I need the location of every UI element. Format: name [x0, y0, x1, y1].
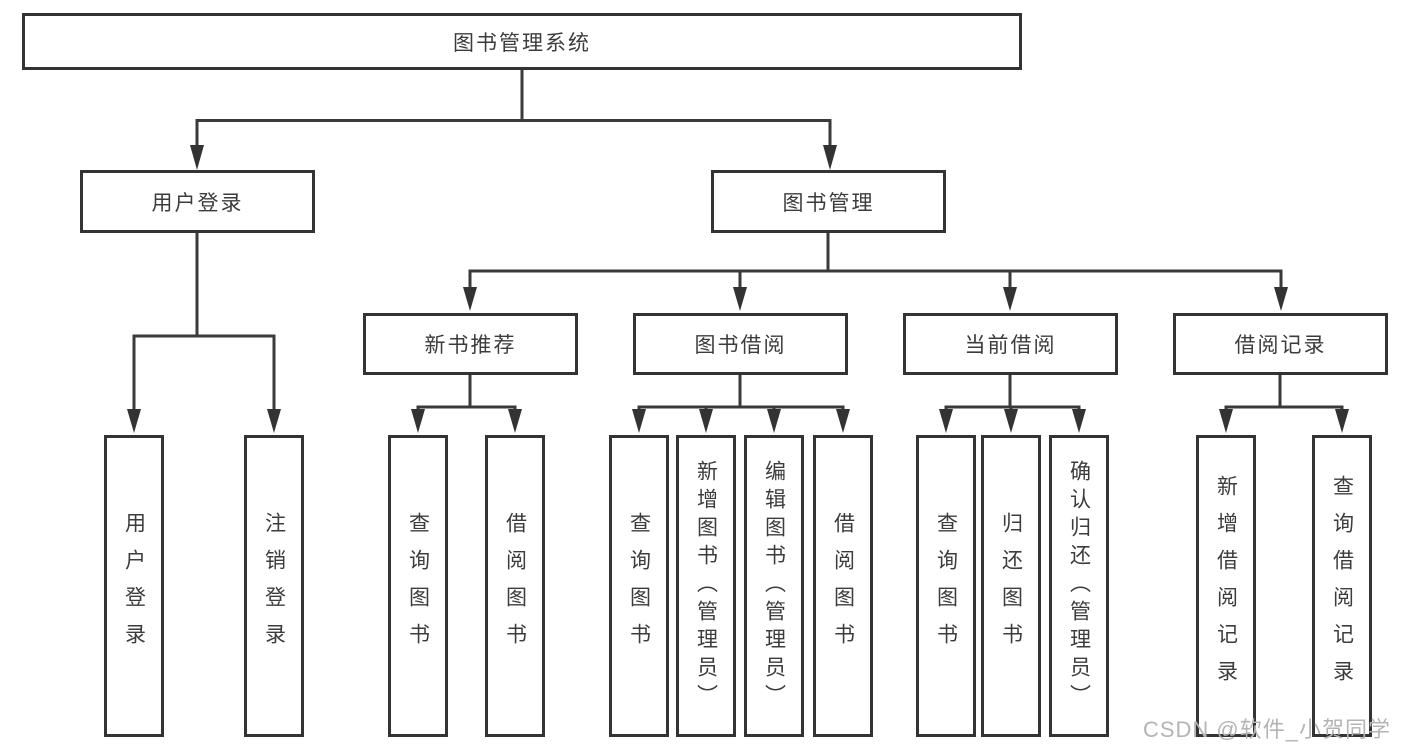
leaf-return-books: 归还图书 [981, 435, 1041, 737]
leaf-return-books-label: 归还图书 [999, 512, 1023, 660]
leaf-edit-book-admin-label: 编辑图书（管理员） [762, 460, 786, 712]
leaf-add-borrow-record-label: 新增借阅记录 [1214, 475, 1238, 697]
node-library-system: 图书管理系统 [22, 13, 1022, 70]
leaf-query-books-recommend-label: 查询图书 [406, 512, 430, 660]
leaf-query-books-current: 查询图书 [916, 435, 976, 737]
leaf-borrow-books-borrowing-label: 借阅图书 [831, 512, 855, 660]
node-library-system-label: 图书管理系统 [453, 31, 591, 55]
node-new-book-recommend-label: 新书推荐 [424, 334, 517, 357]
leaf-add-book-admin: 新增图书（管理员） [676, 435, 736, 737]
leaf-logout: 注销登录 [244, 435, 304, 737]
csdn-watermark: CSDN @软件_小贺同学 [1142, 717, 1391, 742]
leaf-logout-label: 注销登录 [262, 512, 286, 660]
leaf-query-books-borrowing-label: 查询图书 [627, 512, 651, 660]
leaf-query-books-borrowing: 查询图书 [609, 435, 669, 737]
node-user-login: 用户登录 [80, 170, 315, 233]
node-book-borrowing-label: 图书借阅 [694, 334, 787, 357]
node-borrowing-records: 借阅记录 [1173, 313, 1388, 375]
leaf-query-borrow-record: 查询借阅记录 [1312, 435, 1372, 737]
leaf-user-login-label: 用户登录 [122, 512, 146, 660]
leaf-query-borrow-record-label: 查询借阅记录 [1330, 475, 1354, 697]
leaf-add-borrow-record: 新增借阅记录 [1196, 435, 1256, 737]
node-borrowing-records-label: 借阅记录 [1234, 334, 1327, 357]
leaf-borrow-books-borrowing: 借阅图书 [813, 435, 873, 737]
node-new-book-recommend: 新书推荐 [363, 313, 578, 375]
leaf-borrow-books-recommend: 借阅图书 [485, 435, 545, 737]
leaf-borrow-books-recommend-label: 借阅图书 [503, 512, 527, 660]
node-user-login-label: 用户登录 [151, 191, 244, 215]
leaf-confirm-return-admin: 确认归还（管理员） [1049, 435, 1109, 737]
leaf-edit-book-admin: 编辑图书（管理员） [744, 435, 804, 737]
node-current-borrowing-label: 当前借阅 [964, 334, 1057, 357]
leaf-query-books-recommend: 查询图书 [388, 435, 448, 737]
node-book-management: 图书管理 [711, 170, 946, 233]
leaf-user-login: 用户登录 [104, 435, 164, 737]
leaf-query-books-current-label: 查询图书 [934, 512, 958, 660]
node-current-borrowing: 当前借阅 [903, 313, 1118, 375]
leaf-add-book-admin-label: 新增图书（管理员） [694, 460, 718, 712]
leaf-confirm-return-admin-label: 确认归还（管理员） [1067, 460, 1091, 712]
node-book-borrowing: 图书借阅 [633, 313, 848, 375]
node-book-management-label: 图书管理 [782, 191, 875, 215]
